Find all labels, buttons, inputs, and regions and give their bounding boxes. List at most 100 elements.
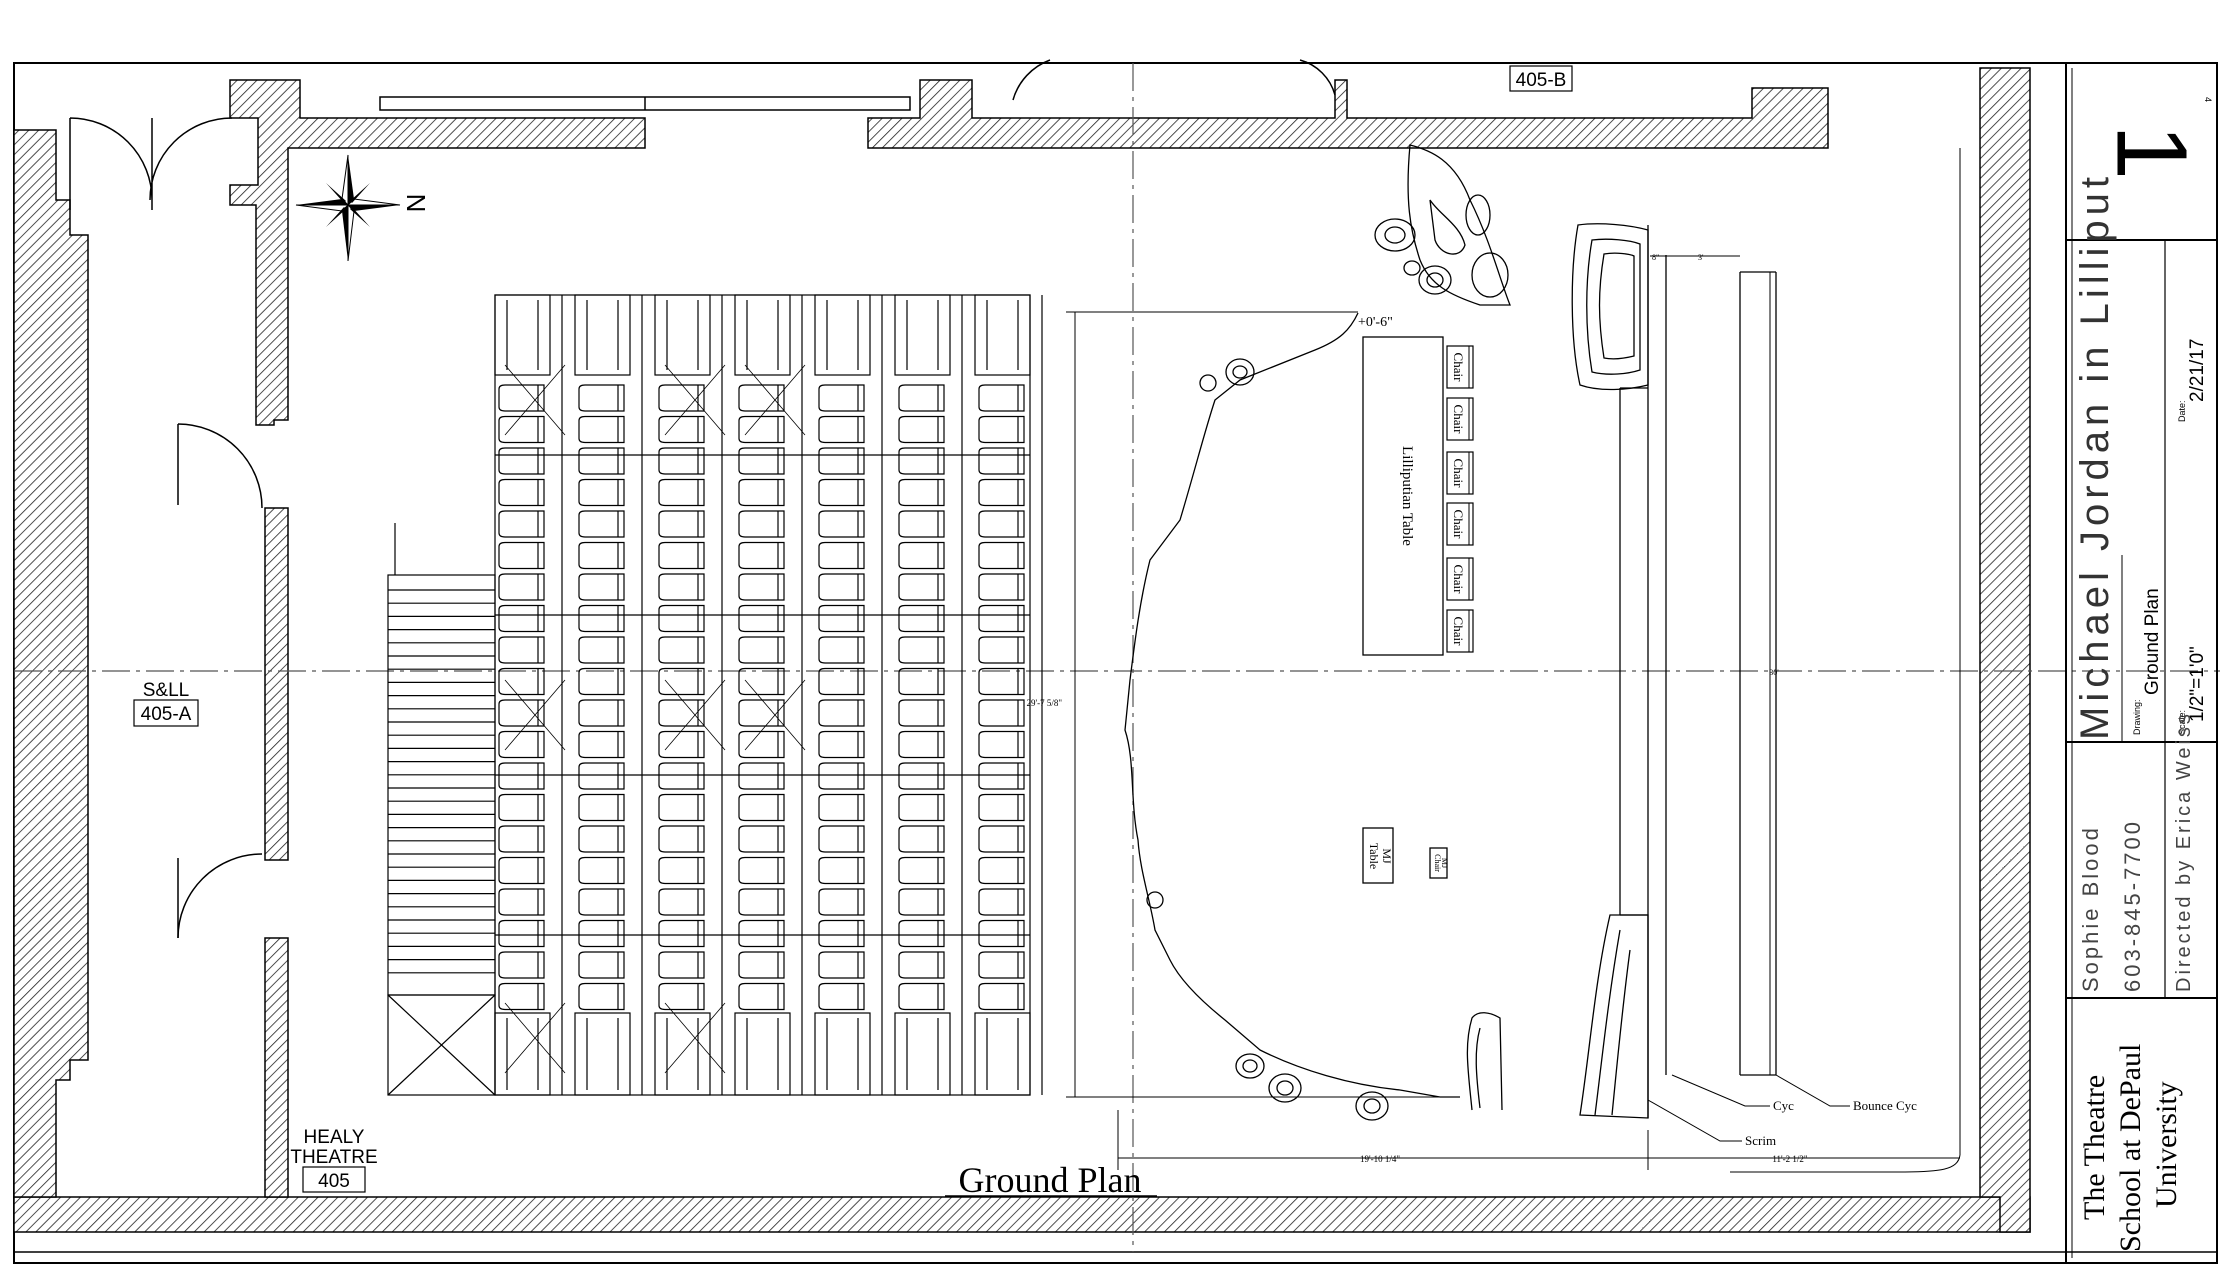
cyc-callout: Cyc bbox=[1773, 1098, 1794, 1113]
room-tags bbox=[133, 65, 1573, 1193]
lilliputian-table bbox=[1362, 336, 1444, 656]
audience-seat bbox=[578, 573, 625, 601]
audience-seat bbox=[658, 856, 705, 885]
audience-seat bbox=[818, 888, 865, 916]
stage-chair-label: Chair bbox=[1451, 353, 1466, 383]
audience-seat bbox=[658, 667, 705, 696]
stage-elevation: +0'-6" bbox=[1358, 315, 1393, 330]
north-label: N bbox=[401, 194, 431, 213]
audience-seat bbox=[898, 415, 945, 444]
audience-seat bbox=[898, 793, 945, 822]
audience-seat bbox=[898, 573, 945, 601]
audience-seat bbox=[738, 667, 785, 696]
sheet-corner-mark: 4 bbox=[2203, 97, 2213, 102]
stage-chair-label: Chair bbox=[1451, 459, 1466, 489]
stage-chair: Chair bbox=[1446, 609, 1474, 653]
audience-seat bbox=[578, 667, 625, 696]
audience-seat bbox=[738, 762, 785, 790]
drawing-caption: Drawing: bbox=[2132, 699, 2142, 735]
audience-seat bbox=[658, 762, 705, 790]
depth-dimension: 29'-7 5/8" bbox=[1026, 698, 1062, 708]
audience-seat bbox=[978, 699, 1025, 727]
stage-chair: Chair bbox=[1446, 345, 1474, 389]
audience-seat bbox=[578, 636, 625, 664]
audience-seat bbox=[898, 636, 945, 664]
audience-seat bbox=[978, 604, 1025, 633]
audience-seat bbox=[738, 699, 785, 727]
audience-seat bbox=[818, 573, 865, 601]
school-line-3: University bbox=[2150, 1081, 2183, 1208]
designer-name: Sophie Blood bbox=[2078, 825, 2103, 992]
audience-seat bbox=[578, 982, 625, 1011]
audience-seat bbox=[658, 888, 705, 916]
audience-seat bbox=[658, 636, 705, 664]
title-block bbox=[2065, 62, 2218, 1264]
school-line-1: The Theatre bbox=[2078, 1075, 2111, 1220]
audience-seat bbox=[498, 699, 545, 727]
audience-seat bbox=[818, 384, 865, 412]
audience-seat bbox=[978, 982, 1025, 1011]
audience-seat bbox=[578, 415, 625, 444]
audience-seat bbox=[818, 447, 865, 475]
audience-seat bbox=[578, 951, 625, 979]
director-credit: Directed by Erica Weiss bbox=[2173, 711, 2195, 992]
audience-seat bbox=[898, 604, 945, 633]
designer-phone: 603-845-7700 bbox=[2120, 819, 2145, 992]
audience-seat bbox=[498, 951, 545, 979]
audience-seat bbox=[498, 982, 545, 1011]
audience-seat bbox=[978, 447, 1025, 475]
audience-seat bbox=[818, 730, 865, 759]
stage-area bbox=[1124, 144, 1777, 1121]
audience-seat bbox=[978, 415, 1025, 444]
audience-seat bbox=[898, 919, 945, 948]
audience-seat bbox=[738, 541, 785, 570]
north-arrow bbox=[295, 154, 401, 262]
audience-seat bbox=[498, 919, 545, 948]
width-dimension: 19'-10 1/4" bbox=[1360, 1154, 1400, 1164]
doors bbox=[69, 59, 1336, 939]
audience-seat bbox=[818, 541, 865, 570]
audience-seat bbox=[818, 699, 865, 727]
audience-seat bbox=[978, 636, 1025, 664]
audience-seat bbox=[578, 856, 625, 885]
audience-seat bbox=[818, 951, 865, 979]
mj-table-label-1: MJ bbox=[1380, 848, 1394, 864]
audience-seat bbox=[738, 636, 785, 664]
room-405a: 405-A bbox=[141, 704, 192, 725]
audience-seat bbox=[978, 762, 1025, 790]
audience-seat bbox=[898, 447, 945, 475]
stairs bbox=[387, 523, 496, 1096]
audience-seat bbox=[578, 478, 625, 507]
audience-seat bbox=[898, 888, 945, 916]
audience-seat bbox=[818, 856, 865, 885]
audience-seat bbox=[658, 699, 705, 727]
audience-risers bbox=[494, 294, 1043, 1096]
school-line-2: School at DePaul bbox=[2114, 1044, 2147, 1252]
audience-seat bbox=[978, 667, 1025, 696]
audience-seat bbox=[738, 384, 785, 412]
stage-chair-label: Chair bbox=[1451, 405, 1466, 435]
audience-seat bbox=[898, 982, 945, 1011]
audience-seat bbox=[658, 793, 705, 822]
audience-seat bbox=[658, 415, 705, 444]
mj-table-label-2: Table bbox=[1367, 843, 1381, 869]
stage-chair: Chair bbox=[1446, 502, 1474, 546]
audience-seat bbox=[898, 541, 945, 570]
drawing-name: Ground Plan bbox=[2142, 588, 2163, 695]
audience-seat bbox=[818, 919, 865, 948]
audience-seat bbox=[498, 667, 545, 696]
audience-seat bbox=[498, 447, 545, 475]
sheet-number: 1 bbox=[2096, 124, 2208, 180]
audience-seat bbox=[498, 793, 545, 822]
audience-seat bbox=[818, 762, 865, 790]
audience-seat bbox=[738, 415, 785, 444]
stage-chair-label: Chair bbox=[1451, 617, 1466, 647]
lilliputian-table-label: Lilliputian Table bbox=[1399, 446, 1415, 546]
plan-title: Ground Plan bbox=[959, 1160, 1142, 1200]
audience-seat bbox=[818, 415, 865, 444]
audience-seat bbox=[738, 510, 785, 538]
audience-seat bbox=[578, 699, 625, 727]
mj-chair bbox=[1429, 847, 1448, 879]
stage-chair-label: Chair bbox=[1451, 510, 1466, 540]
